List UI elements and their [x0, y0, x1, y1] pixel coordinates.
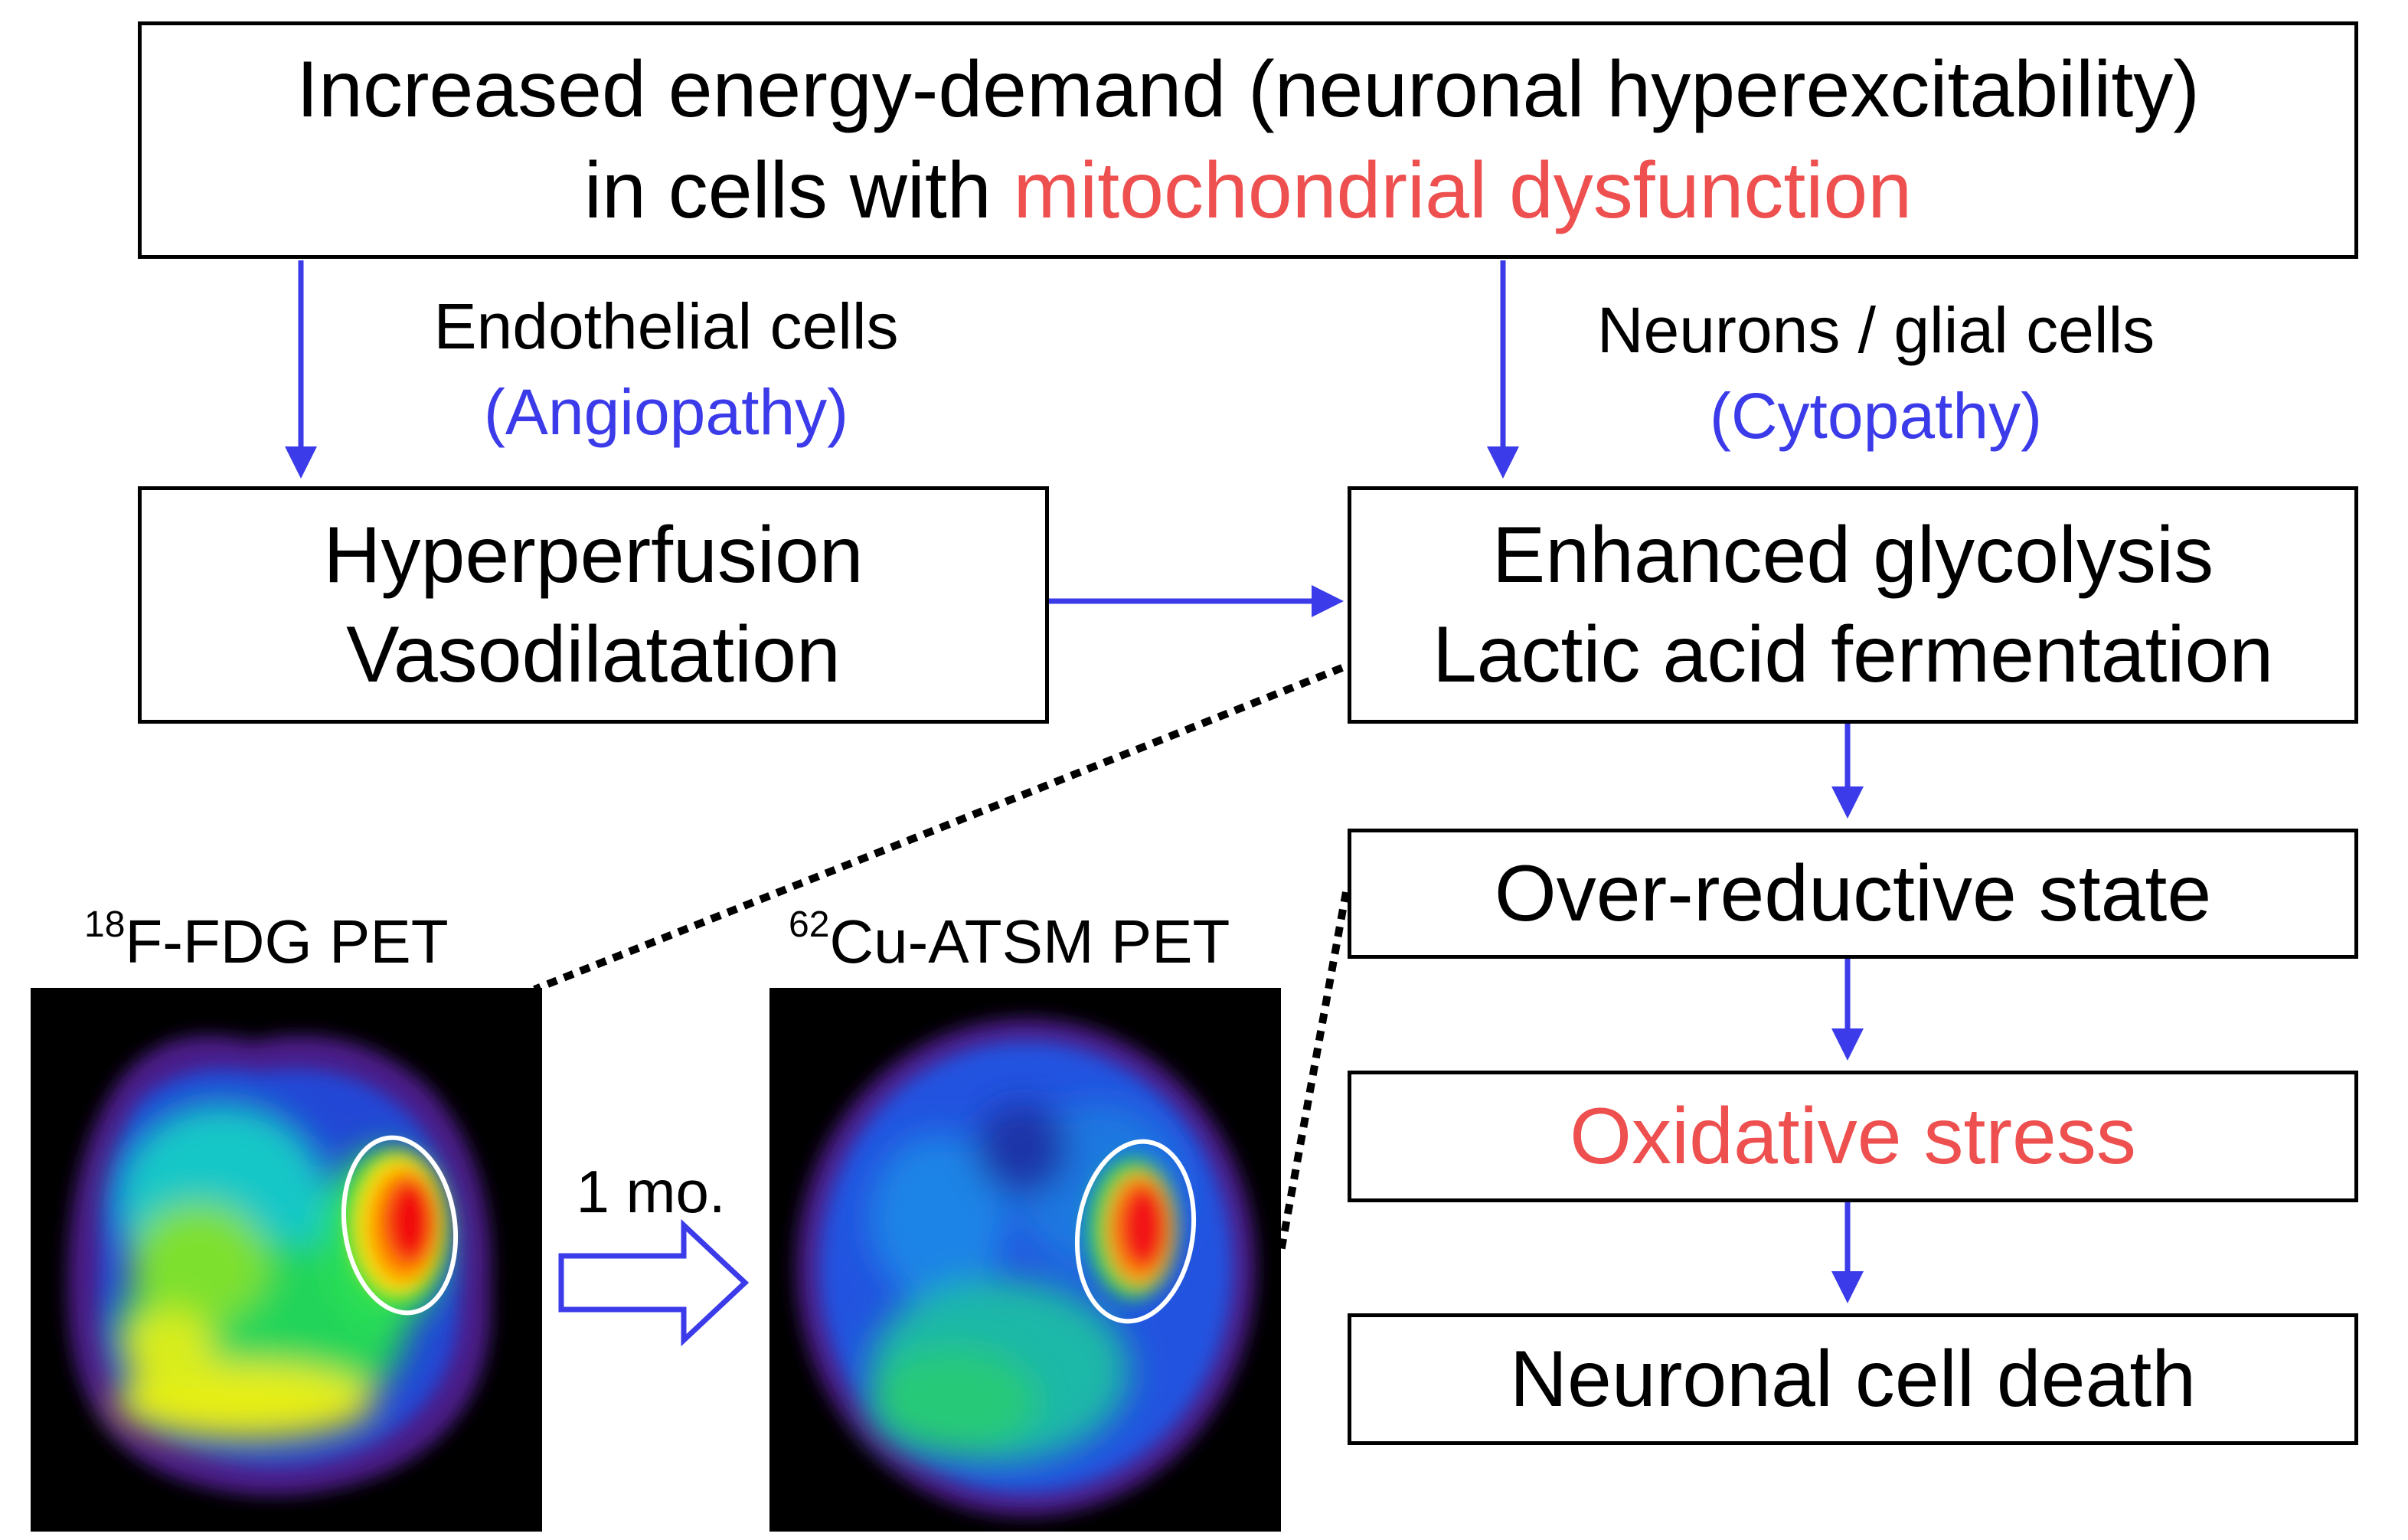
- over-reductive-state-text: Over-reductive state: [1494, 848, 2212, 938]
- oxidative-stress-text: Oxidative stress: [1570, 1091, 2136, 1181]
- energy-demand-line1: Increased energy-demand (neuronal hypere…: [296, 45, 2200, 134]
- enhanced-glycolysis-text: Enhanced glycolysis: [1492, 511, 2214, 600]
- hyperperfusion-box: Hyperperfusion Vasodilatation: [138, 486, 1049, 724]
- fdg-hotspot-outline: [341, 1135, 459, 1316]
- fdg-pet-image: [31, 988, 542, 1532]
- glycolysis-box: Enhanced glycolysis Lactic acid fermenta…: [1348, 486, 2358, 724]
- endothelial-cells-text: Endothelial cells: [433, 290, 899, 362]
- atsm-pet-image: [769, 988, 1281, 1532]
- dotted-link-glycolysis-to-fdg: [533, 664, 1344, 993]
- hyperperfusion-text: Hyperperfusion: [323, 511, 864, 600]
- over-reductive-state-box: Over-reductive state: [1348, 829, 2358, 959]
- interval-label: 1 mo.: [576, 1158, 726, 1225]
- left-branch-label: Endothelial cells (Angiopathy): [360, 283, 972, 455]
- energy-demand-line2: in cells with mitochondrial dysfunction: [584, 140, 1912, 241]
- energy-demand-box: Increased energy-demand (neuronal hypere…: [138, 21, 2358, 259]
- neuronal-cell-death-box: Neuronal cell death: [1348, 1313, 2358, 1445]
- mitochondrial-dysfunction-text: mitochondrial dysfunction: [1013, 146, 1913, 235]
- right-branch-label: Neurons / glial cells (Cytopathy): [1554, 287, 2197, 459]
- oxidative-stress-box: Oxidative stress: [1348, 1071, 2358, 1202]
- vasodilatation-text: Vasodilatation: [346, 610, 841, 699]
- fdg-pet-label: F-FDG PET: [125, 907, 449, 976]
- hollow-arrow-one-month: [558, 1218, 750, 1347]
- atsm-hotspot-outline: [1074, 1139, 1197, 1324]
- neurons-glial-cells-text: Neurons / glial cells: [1596, 294, 2155, 366]
- angiopathy-text: (Angiopathy): [483, 376, 849, 448]
- neuronal-cell-death-text: Neuronal cell death: [1509, 1334, 2197, 1424]
- energy-demand-line2-prefix: in cells with: [583, 146, 1014, 235]
- atsm-pet-label: Cu-ATSM PET: [829, 907, 1230, 976]
- atsm-isotope-superscript: 62: [789, 904, 830, 945]
- atsm-pet-title: 62Cu-ATSM PET: [789, 907, 1230, 976]
- cytopathy-text: (Cytopathy): [1709, 380, 2043, 452]
- fdg-pet-title: 18F-FDG PET: [84, 907, 449, 976]
- dotted-link-over-reductive-to-atsm: [1276, 891, 1350, 1257]
- lactic-acid-fermentation-text: Lactic acid fermentation: [1432, 610, 2274, 699]
- fdg-isotope-superscript: 18: [84, 904, 126, 945]
